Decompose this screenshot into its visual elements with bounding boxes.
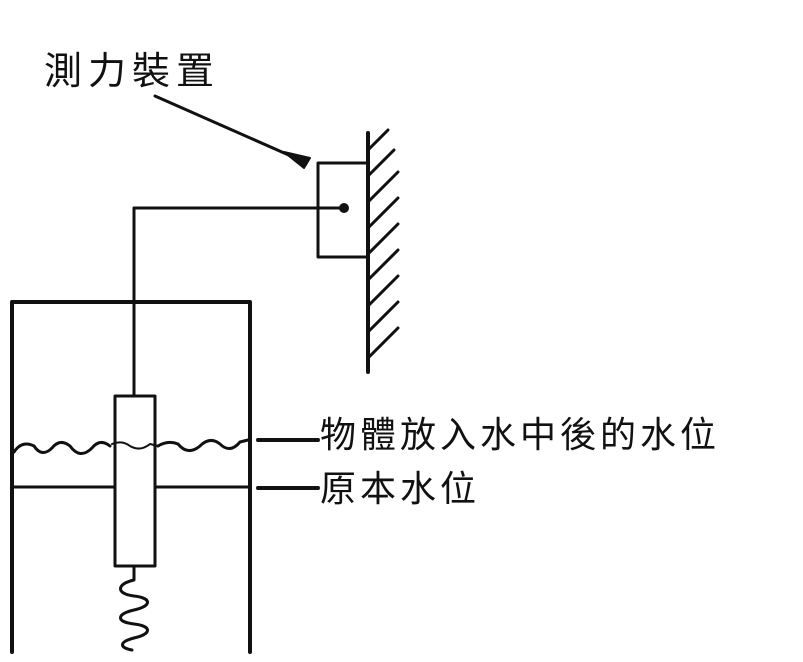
device-leader-tip	[283, 151, 311, 169]
water-level-after-label: 物體放入水中後的水位	[320, 415, 721, 456]
wall-hatching	[366, 128, 400, 360]
original-water-level-label: 原本水位	[320, 469, 481, 510]
surface-over-object	[111, 441, 159, 450]
new-water-surface	[12, 438, 250, 455]
force-device-box	[316, 161, 370, 259]
force-device-label: 測力裝置	[44, 49, 221, 93]
coil-spring	[119, 564, 149, 652]
container	[10, 300, 252, 654]
submerged-object	[113, 394, 157, 568]
wall	[366, 128, 400, 374]
device-leader-line	[153, 94, 302, 162]
